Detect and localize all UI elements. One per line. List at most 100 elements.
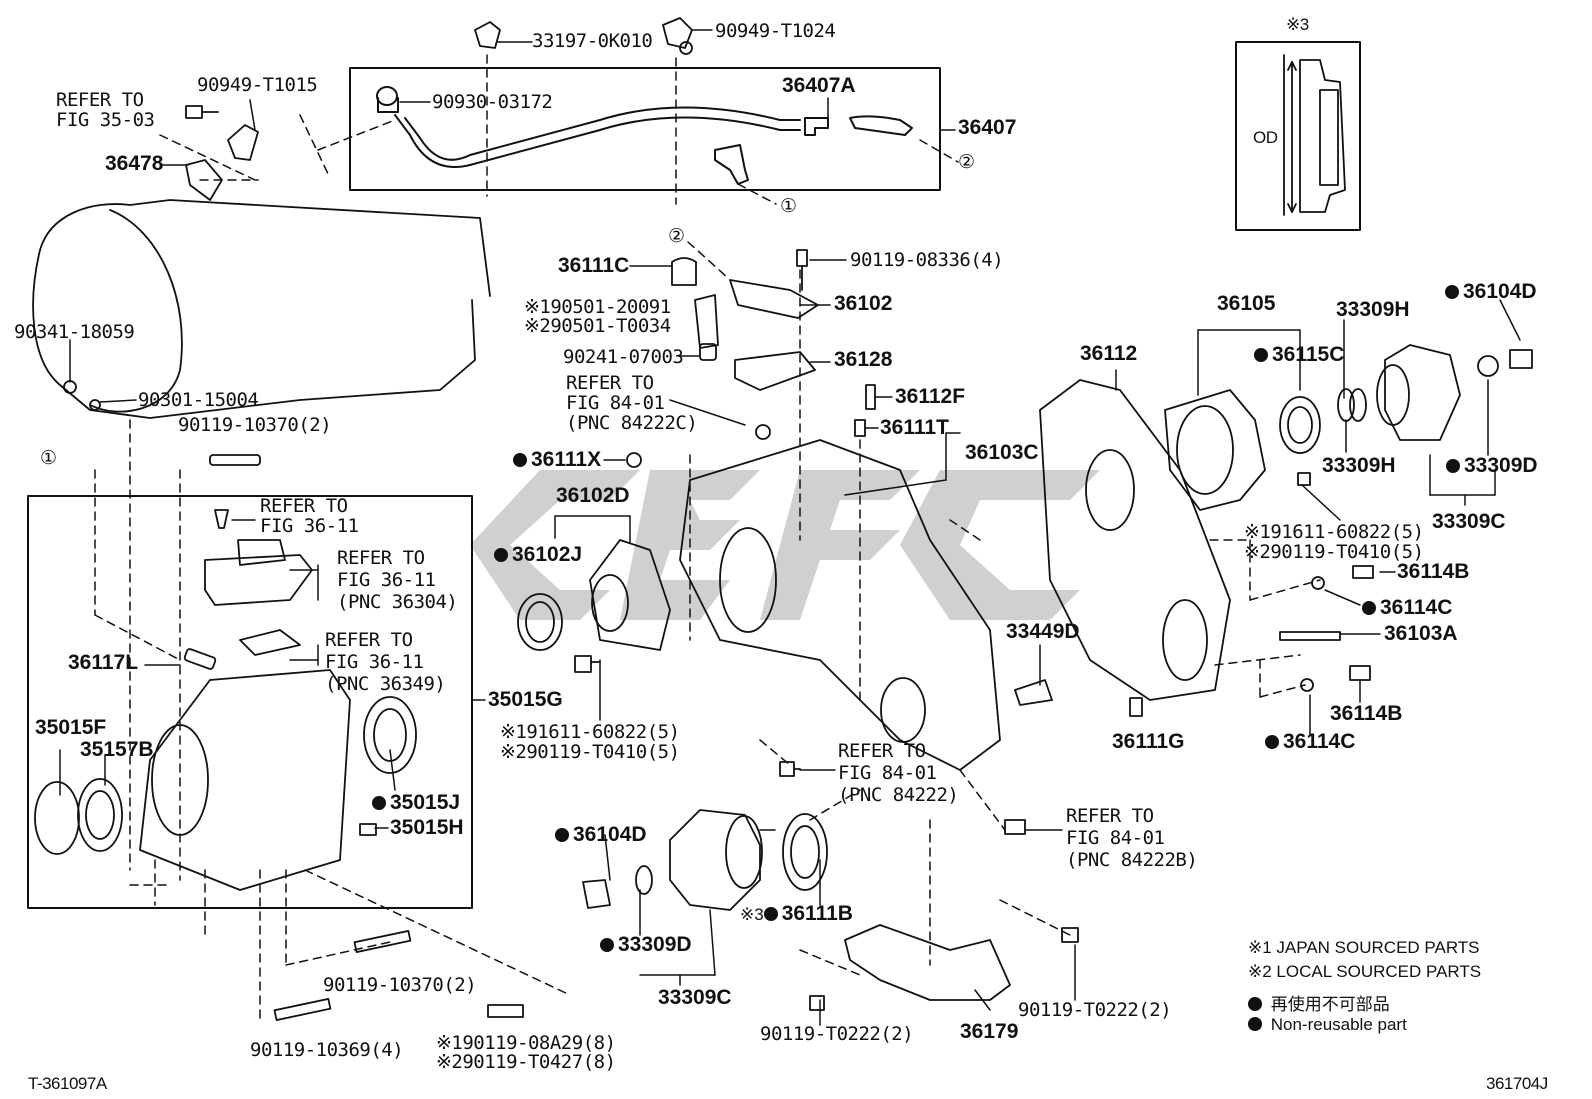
od-inset-box: [1235, 41, 1361, 231]
label-33449d: 33449D: [1006, 620, 1080, 643]
legend-japan-sourced: ※1 JAPAN SOURCED PARTS: [1248, 938, 1480, 957]
legend-non-reusable-jp: 再使用不可部品: [1248, 990, 1390, 1015]
label-refer-35-03-line2: FIG 35-03: [56, 109, 155, 131]
non-reusable-dot: [1445, 285, 1459, 299]
label-36102j: 36102J: [494, 544, 582, 565]
inset-note-mark: ※3: [1286, 15, 1309, 34]
label-refer-36349-line3: (PNC 36349): [325, 673, 446, 695]
label-refer-84222-line1: REFER TO: [838, 740, 926, 762]
non-reusable-dot: [1254, 348, 1268, 362]
label-36111g: 36111G: [1112, 730, 1185, 753]
label-36117l: 36117L: [68, 651, 139, 674]
extension-housing-box: [27, 495, 473, 909]
label-refer-84222b-line1: REFER TO: [1066, 805, 1154, 827]
legend-non-reusable-en: Non-reusable part: [1248, 1015, 1407, 1035]
callout-1-left: ①: [40, 447, 57, 469]
label-90949-t1015: 90949-T1015: [197, 74, 318, 96]
label-90119-10370-bottom: 90119-10370(2): [323, 974, 477, 996]
non-reusable-dot: [372, 796, 386, 810]
figure-id-left: T-361097A: [28, 1074, 107, 1093]
label-90119-t0222-right: 90119-T0222(2): [1018, 999, 1172, 1021]
small-parts: [34, 17, 1533, 1021]
label-191611-60822-left: ※191611-60822(5): [500, 721, 680, 743]
label-refer-84222-line3: (PNC 84222): [838, 784, 959, 806]
hose-inset-box: [349, 67, 941, 191]
label-35015f: 35015F: [35, 716, 107, 739]
non-reusable-dot: [555, 828, 569, 842]
label-33309c-mid: 33309C: [658, 986, 732, 1009]
label-90241-07003: 90241-07003: [563, 346, 684, 368]
label-33309c-right: 33309C: [1432, 510, 1506, 533]
label-36478: 36478: [105, 152, 164, 175]
label-refer-36304-line2: FIG 36-11: [337, 569, 436, 591]
label-36128: 36128: [834, 348, 893, 371]
label-90501-t0034: ※290501-T0034: [524, 315, 671, 337]
label-36104d-mid: 36104D: [555, 824, 647, 845]
label-90119-t0222-left: 90119-T0222(2): [760, 1023, 914, 1045]
label-36103c: 36103C: [965, 441, 1039, 464]
label-36111x: 36111X: [513, 449, 601, 470]
non-reusable-dot: [1362, 601, 1376, 615]
label-refer-36349-line2: FIG 36-11: [325, 651, 424, 673]
label-90930-03172: 90930-03172: [432, 91, 553, 113]
label-35157b: 35157B: [80, 738, 154, 761]
label-90949-t1024: 90949-T1024: [715, 20, 836, 42]
label-36114b-bottom: 36114B: [1330, 702, 1403, 725]
od-seal-drawing: [1283, 54, 1346, 216]
label-refer-84222b-line2: FIG 84-01: [1066, 827, 1165, 849]
breather-hose: [376, 86, 913, 185]
label-90341-18059: 90341-18059: [14, 321, 135, 343]
label-refer-36304-line1: REFER TO: [337, 547, 425, 569]
label-36112f: 36112F: [895, 385, 966, 408]
non-reusable-dot: [513, 453, 527, 467]
non-reusable-dot: [1248, 997, 1262, 1011]
label-290119-t0427: ※290119-T0427(8): [436, 1051, 616, 1073]
label-refer-36304-line3: (PNC 36304): [337, 591, 458, 613]
label-90501-20091: ※190501-20091: [524, 296, 671, 318]
label-refer-36349-line1: REFER TO: [325, 629, 413, 651]
callout-2-top: ②: [958, 151, 975, 173]
label-refer-84-01-c-line3: (PNC 84222C): [566, 412, 698, 434]
label-36102: 36102: [834, 292, 893, 315]
label-refer-84222-line2: FIG 84-01: [838, 762, 937, 784]
label-36179: 36179: [960, 1020, 1019, 1043]
label-refer-84222b-line3: (PNC 84222B): [1066, 849, 1198, 871]
label-refer-36-11-line1: REFER TO: [260, 495, 348, 517]
label-36407a: 36407A: [782, 74, 856, 97]
label-90301-15004: 90301-15004: [138, 389, 259, 411]
label-36114c-bottom: 36114C: [1265, 731, 1355, 752]
label-90119-08336: 90119-08336(4): [850, 249, 1004, 271]
non-reusable-dot: [1446, 459, 1460, 473]
callout-1-top: ①: [780, 195, 797, 217]
label-refer-35-03-line1: REFER TO: [56, 89, 144, 111]
label-36112: 36112: [1080, 342, 1138, 365]
label-35015g: 35015G: [488, 688, 563, 711]
figure-id-right: 361704J: [1486, 1074, 1548, 1093]
leader-lines: [94, 54, 1321, 1021]
label-290119-t0410-right: ※290119-T0410(5): [1244, 541, 1424, 563]
label-90119-10369: 90119-10369(4): [250, 1039, 404, 1061]
label-33197-0k010: 33197-0K010: [532, 30, 653, 52]
label-36103a: 36103A: [1384, 622, 1458, 645]
label-90119-08a29: ※190119-08A29(8): [436, 1032, 616, 1054]
legend-local-sourced: ※2 LOCAL SOURCED PARTS: [1248, 962, 1482, 981]
label-36407: 36407: [958, 116, 1017, 139]
label-36105: 36105: [1217, 292, 1276, 315]
non-reusable-dot: [494, 548, 508, 562]
non-reusable-dot: [1265, 735, 1279, 749]
label-90119-10370-top: 90119-10370(2): [178, 414, 332, 436]
label-36114b-top: 36114B: [1397, 560, 1470, 583]
label-35015h: 35015H: [390, 816, 464, 839]
label-33309h-bottom: 33309H: [1322, 454, 1396, 477]
label-33309d-mid: 33309D: [600, 934, 692, 955]
non-reusable-dot: [600, 938, 614, 952]
inset-od-label: OD: [1253, 128, 1278, 147]
label-33309h-top: 33309H: [1336, 298, 1410, 321]
label-191611-60822-right: ※191611-60822(5): [1244, 521, 1424, 543]
label-36115c: 36115C: [1254, 344, 1344, 365]
large-parts: [139, 344, 1461, 1001]
non-reusable-dot: [1248, 1017, 1262, 1031]
